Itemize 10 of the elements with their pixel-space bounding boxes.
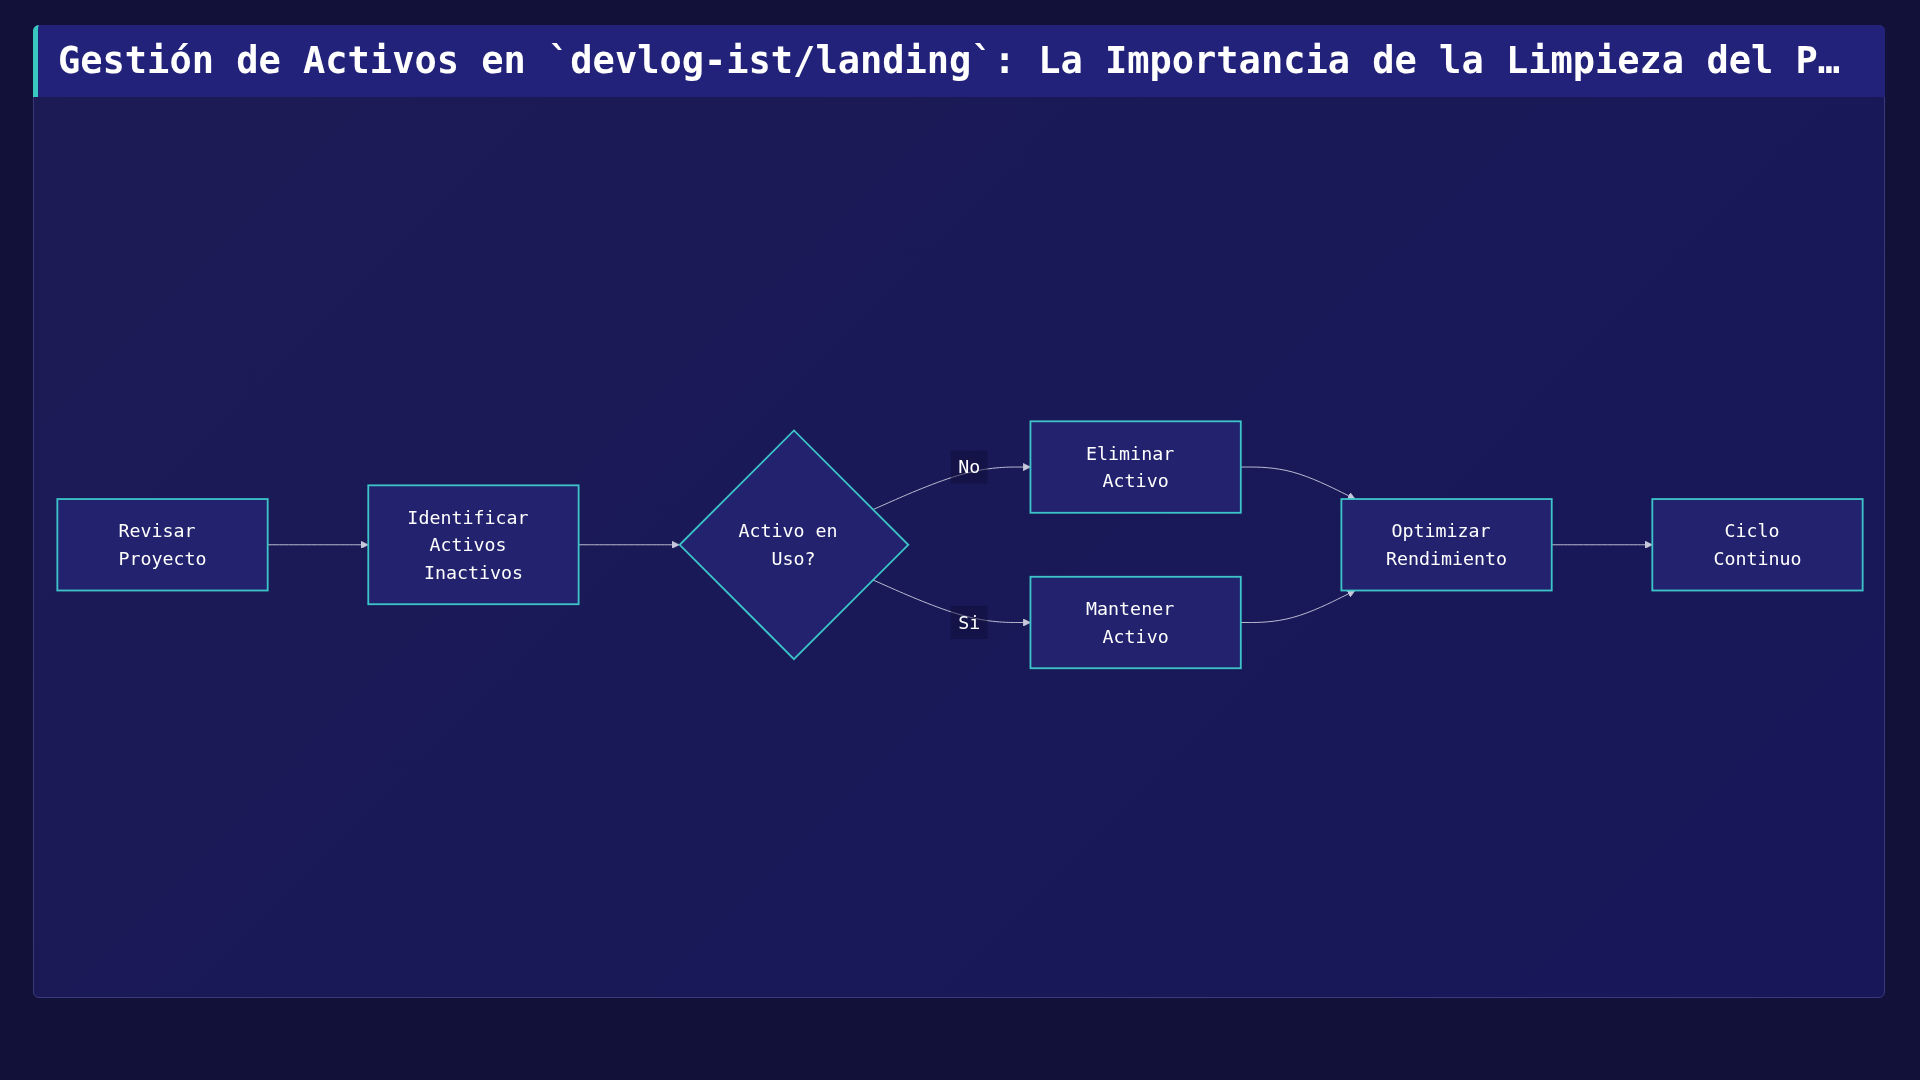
edge-label: No (950, 450, 988, 484)
edge-label: Si (950, 606, 988, 640)
title: Gestión de Activos en `devlog-ist/landing`: La Importancia de la Limpieza del P… (33, 25, 1885, 97)
node-box: Optimizar Rendimiento (1340, 498, 1553, 592)
node-box: Identificar Activos Inactivos (367, 484, 580, 606)
node-box: Ciclo Continuo (1651, 498, 1864, 592)
node-box: Eliminar Activo (1029, 420, 1242, 514)
node-diamond: Activo en Uso? (678, 429, 910, 661)
node-box: Revisar Proyecto (56, 498, 269, 592)
node-box: Mantener Activo (1029, 576, 1242, 670)
